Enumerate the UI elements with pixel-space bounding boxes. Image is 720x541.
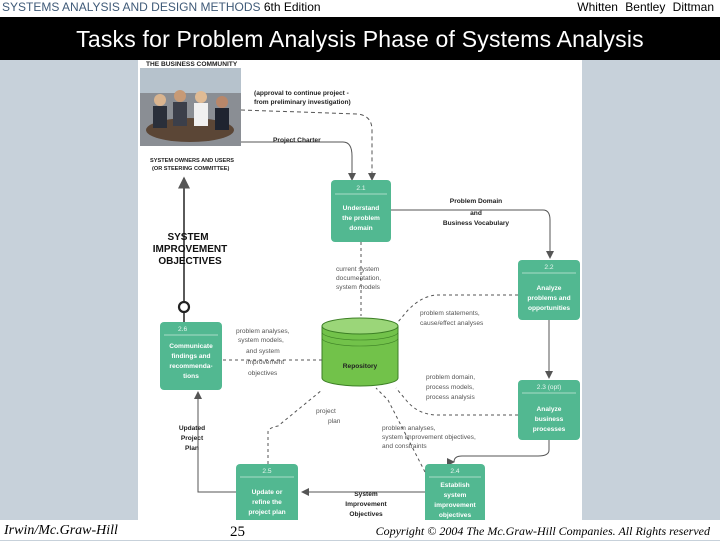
problem-domain-models-line: process models,	[426, 384, 474, 391]
repo-link-2-5	[267, 389, 323, 464]
problem-statements-line: cause/effect analyses	[420, 320, 484, 327]
problem-analyses-sys-line: and constraints	[382, 443, 427, 450]
problem-analyses-left-line: problem analyses,	[236, 328, 290, 335]
task-2-5: 2.5 Update or refine the project plan	[236, 464, 298, 524]
task-line: system	[444, 492, 467, 499]
process-diagram: THE BUSINESS COMMUNITY (approval to cont…	[140, 61, 580, 524]
approval-line2: from preliminary investigation)	[254, 99, 351, 106]
task-2-4: 2.4 Establish system improvement objecti…	[425, 464, 485, 524]
task-line: opportunities	[528, 305, 570, 312]
book-title-text: SYSTEMS ANALYSIS AND DESIGN METHODS	[2, 0, 261, 14]
header-bar: SYSTEMS ANALYSIS AND DESIGN METHODS 6th …	[0, 0, 720, 17]
flow-2-3-to-2-4	[450, 440, 550, 463]
sys-improvement-obj-line: System	[354, 491, 378, 498]
footer-bar: Irwin/Mc.Graw-Hill 25 Copyright © 2004 T…	[0, 520, 720, 540]
charter-flow	[241, 141, 356, 181]
task-line: tions	[183, 373, 199, 380]
task-line: Communicate	[169, 343, 213, 350]
problem-analyses-sys-line: system improvement objectives,	[382, 434, 476, 441]
task-line: objectives	[439, 512, 472, 519]
system-owners-line1: SYSTEM OWNERS AND USERS	[150, 158, 234, 164]
edition-text: 6th Edition	[263, 0, 321, 14]
approval-line1: (approval to continue project -	[254, 90, 349, 97]
approval-flow	[240, 109, 376, 181]
task-line: problems and	[527, 295, 570, 302]
page-number: 25	[230, 524, 245, 540]
updated-plan-line: Plan	[185, 445, 199, 452]
system-owners-line2: (OR STEERING COMMITTEE)	[152, 166, 230, 172]
task-line: the problem	[342, 215, 380, 222]
task-line: refine the	[252, 499, 282, 506]
project-charter-label: Project Charter	[273, 137, 321, 144]
task-line: findings and	[171, 353, 210, 360]
task-line: Update or	[252, 489, 283, 496]
problem-domain-models-line: process analysis	[426, 394, 475, 401]
copyright: Copyright © 2004 The Mc.Graw-Hill Compan…	[375, 524, 710, 538]
task-2-1: 2.1 Understand the problem domain	[331, 180, 391, 242]
sys-improvement-obj-line: Improvement	[345, 501, 387, 508]
problem-domain-line: Problem Domain	[450, 198, 502, 205]
repo-link-2-2	[397, 294, 518, 323]
task-number: 2.4	[450, 468, 459, 475]
task-line: project plan	[248, 509, 285, 516]
task-line: improvement	[434, 502, 476, 509]
task-2-2: 2.2 Analyze problems and opportunities	[518, 260, 580, 320]
project-plan-line: plan	[328, 418, 341, 425]
task-2-6: 2.6 Communicate findings and recommenda-…	[160, 322, 222, 390]
objectives-connector	[177, 300, 191, 314]
task-number: 2.3 (opt)	[537, 384, 562, 391]
slide-title: Tasks for Problem Analysis Phase of Syst…	[76, 26, 644, 52]
problem-analyses-left-line: improvement	[246, 359, 284, 366]
task-2-3: 2.3 (opt) Analyze business processes	[518, 380, 580, 440]
task-line: Analyze	[537, 406, 562, 413]
problem-domain-line: and	[470, 210, 482, 217]
repo-link-2-4	[375, 387, 426, 473]
task-line: business	[535, 416, 564, 423]
problem-statements-line: problem statements,	[420, 310, 480, 317]
business-community-label: THE BUSINESS COMMUNITY	[146, 61, 238, 68]
repo-link-2-3	[395, 387, 518, 416]
task-number: 2.2	[544, 264, 553, 271]
flow-2-5-to-2-6	[194, 391, 236, 493]
task-line: Analyze	[537, 285, 562, 292]
business-photo	[140, 68, 241, 146]
book-title: SYSTEMS ANALYSIS AND DESIGN METHODS 6th …	[2, 0, 321, 14]
title-bar: Tasks for Problem Analysis Phase of Syst…	[0, 17, 720, 60]
improvement-objectives-line: OBJECTIVES	[158, 256, 222, 267]
problem-domain-models-line: problem domain,	[426, 374, 475, 381]
task-line: Establish	[440, 482, 469, 489]
current-system-line: current system	[336, 266, 380, 273]
diagram-figure: THE BUSINESS COMMUNITY (approval to cont…	[138, 60, 582, 525]
improvement-objectives-line: IMPROVEMENT	[153, 244, 227, 255]
problem-analyses-left-line: system models,	[238, 337, 284, 344]
publisher: Irwin/Mc.Graw-Hill	[4, 523, 118, 538]
updated-plan-line: Updated	[179, 425, 205, 432]
problem-domain-line: Business Vocabulary	[443, 220, 510, 227]
repository: Repository	[321, 317, 399, 387]
problem-analyses-sys-line: problem analyses,	[382, 425, 436, 432]
task-line: Understand	[343, 205, 380, 212]
task-line: recommenda-	[169, 363, 212, 370]
current-system-line: system models	[336, 284, 381, 291]
current-system-line: documentation,	[336, 275, 381, 282]
task-number: 2.6	[178, 326, 187, 333]
task-line: processes	[533, 426, 566, 433]
repository-label: Repository	[343, 363, 378, 370]
sys-improvement-obj-line: Objectives	[349, 511, 383, 518]
task-line: domain	[349, 225, 372, 232]
updated-plan-line: Project	[181, 435, 204, 442]
authors: Whitten Bentley Dittman	[577, 0, 714, 14]
project-plan-line: project	[316, 408, 336, 415]
problem-analyses-left-line: and system	[246, 348, 280, 355]
improvement-objectives-line: SYSTEM	[167, 232, 208, 243]
problem-analyses-left-line: objectives	[248, 370, 278, 377]
domain-flow	[391, 209, 554, 259]
task-number: 2.5	[262, 468, 271, 475]
task-number: 2.1	[356, 185, 365, 192]
